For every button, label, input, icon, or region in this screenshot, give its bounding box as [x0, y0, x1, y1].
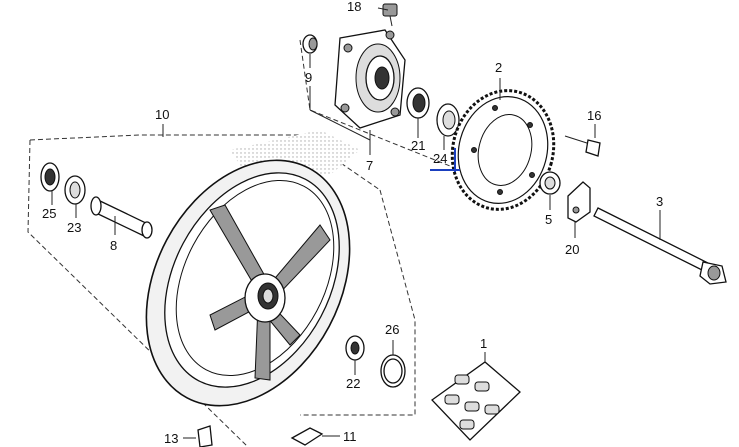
part-wheel-10[interactable] [106, 125, 391, 441]
callout-3: 3 [656, 194, 663, 209]
part-damper-set-1[interactable] [431, 361, 521, 441]
callout-25: 25 [42, 206, 56, 221]
callout-8: 8 [110, 238, 117, 253]
part-bearing-22[interactable] [345, 335, 365, 361]
part-bolt-16[interactable] [564, 135, 601, 157]
callout-20: 20 [565, 242, 579, 257]
callout-13: 13 [164, 431, 178, 446]
part-oring-26[interactable] [380, 354, 406, 388]
callout-10: 10 [155, 107, 169, 122]
callout-7: 7 [366, 158, 373, 173]
highlight-marker [430, 148, 460, 172]
callout-9: 9 [305, 70, 312, 85]
group-boundary-hub [299, 39, 461, 171]
callout-2: 2 [495, 60, 502, 75]
callout-11: 11 [343, 429, 357, 444]
part-spacer-8[interactable] [90, 196, 153, 239]
part-bolt-18[interactable] [382, 3, 398, 27]
callout-5: 5 [545, 212, 552, 227]
callout-16: 16 [587, 108, 601, 123]
part-sprocket-2[interactable] [439, 79, 567, 221]
callout-18: 18 [347, 0, 361, 14]
part-valve-13[interactable] [197, 425, 213, 447]
callout-22: 22 [346, 376, 360, 391]
leader-lines [51, 7, 661, 439]
part-clip-11[interactable] [290, 427, 324, 446]
callout-23: 23 [67, 220, 81, 235]
callout-26: 26 [385, 322, 399, 337]
part-bearing-25[interactable] [40, 162, 60, 192]
part-axle-3[interactable] [593, 207, 727, 285]
part-collar-5[interactable] [539, 171, 561, 195]
part-adjuster-20[interactable] [567, 181, 591, 223]
part-stud-9[interactable] [302, 34, 318, 54]
part-collar-23[interactable] [64, 175, 86, 205]
callout-21: 21 [411, 138, 425, 153]
part-seal-24[interactable] [436, 103, 460, 137]
callout-1: 1 [480, 336, 487, 351]
callout-24: 24 [433, 151, 447, 166]
callout-labels: 18 2 9 16 10 21 24 7 3 25 5 23 8 20 26 1… [42, 0, 663, 446]
part-flange-7[interactable] [334, 29, 406, 129]
part-bearing-21[interactable] [406, 87, 430, 119]
